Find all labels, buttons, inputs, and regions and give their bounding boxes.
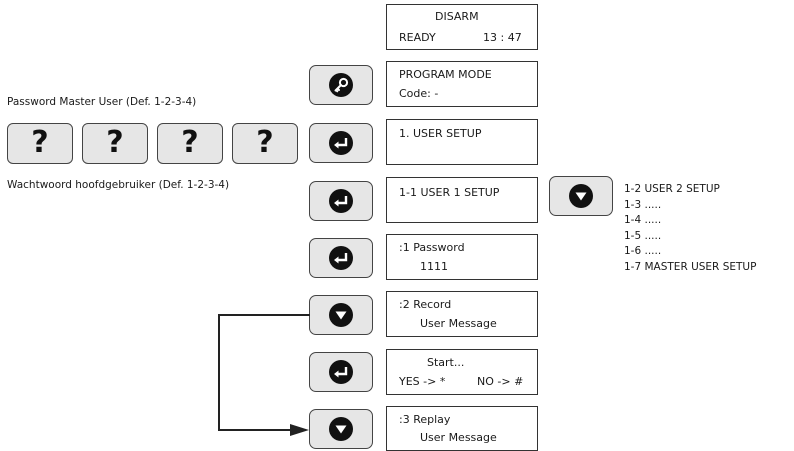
lcd-line-1: PROGRAM MODE xyxy=(399,68,492,81)
enter-icon xyxy=(329,246,353,270)
enter-button[interactable] xyxy=(309,238,373,278)
submenu-item: 1-2 USER 2 SETUP xyxy=(624,183,720,195)
enter-button[interactable] xyxy=(309,352,373,392)
lcd-line-1: :3 Replay xyxy=(399,413,451,426)
lcd-start: Start... YES -> * NO -> # xyxy=(386,349,538,395)
submenu-item: 1-4 ..... xyxy=(624,214,662,226)
key-icon xyxy=(329,73,353,97)
lcd-line-disarm: DISARM xyxy=(435,10,479,23)
lcd-line-2: 1111 xyxy=(420,260,448,273)
password-digit-1[interactable]: ? xyxy=(7,123,73,164)
password-digit-4[interactable]: ? xyxy=(232,123,298,164)
lcd-line-2: User Message xyxy=(420,431,497,444)
submenu-item: 1-7 MASTER USER SETUP xyxy=(624,260,757,273)
enter-icon xyxy=(329,360,353,384)
connector-line xyxy=(218,314,310,316)
submenu-item: 1-6 ..... xyxy=(624,245,662,257)
down-arrow-icon xyxy=(569,184,593,208)
lcd-replay: :3 Replay User Message xyxy=(386,406,538,451)
lcd-line-1: Start... xyxy=(427,356,465,369)
down-arrow-icon xyxy=(329,303,353,327)
enter-button[interactable] xyxy=(309,181,373,221)
lcd-line-1: 1-1 USER 1 SETUP xyxy=(399,186,500,199)
lcd-yes: YES -> * xyxy=(399,375,446,388)
submenu-item: 1-3 ..... xyxy=(624,198,662,211)
enter-icon xyxy=(329,189,353,213)
password-digit-3[interactable]: ? xyxy=(157,123,223,164)
down-button[interactable] xyxy=(309,409,373,449)
lcd-no: NO -> # xyxy=(477,375,524,388)
key-button[interactable] xyxy=(309,65,373,105)
connector-line xyxy=(218,314,220,430)
submenu-down-button[interactable] xyxy=(549,176,613,216)
lcd-program-mode: PROGRAM MODE Code: - xyxy=(386,61,538,107)
lcd-line-1: :1 Password xyxy=(399,241,465,254)
enter-icon xyxy=(329,131,353,155)
lcd-time: 13 : 47 xyxy=(483,31,522,44)
lcd-password: :1 Password 1111 xyxy=(386,234,538,280)
down-arrow-icon xyxy=(329,417,353,441)
lcd-line-1: :2 Record xyxy=(399,298,452,311)
lcd-line-1: 1. USER SETUP xyxy=(399,127,482,140)
connector-line xyxy=(218,429,292,431)
lcd-user-1-setup: 1-1 USER 1 SETUP xyxy=(386,177,538,223)
master-password-label: Password Master User (Def. 1-2-3-4) xyxy=(7,96,197,108)
password-digit-2[interactable]: ? xyxy=(82,123,148,164)
user-submenu-list: 1-2 USER 2 SETUP 1-3 ..... 1-4 ..... 1-5… xyxy=(624,182,756,275)
lcd-line-2: Code: - xyxy=(399,87,439,100)
arrow-head-icon xyxy=(290,424,309,436)
lcd-status-ready: READY xyxy=(399,31,436,44)
down-button[interactable] xyxy=(309,295,373,335)
enter-button[interactable] xyxy=(309,123,373,163)
display-lcd: DISARM READY 13 : 47 xyxy=(386,4,538,50)
lcd-record: :2 Record User Message xyxy=(386,291,538,337)
lcd-line-2: User Message xyxy=(420,317,497,330)
lcd-user-setup: 1. USER SETUP xyxy=(386,119,538,165)
submenu-item: 1-5 ..... xyxy=(624,229,662,242)
master-password-label-dutch: Wachtwoord hoofdgebruiker (Def. 1-2-3-4) xyxy=(7,179,230,191)
